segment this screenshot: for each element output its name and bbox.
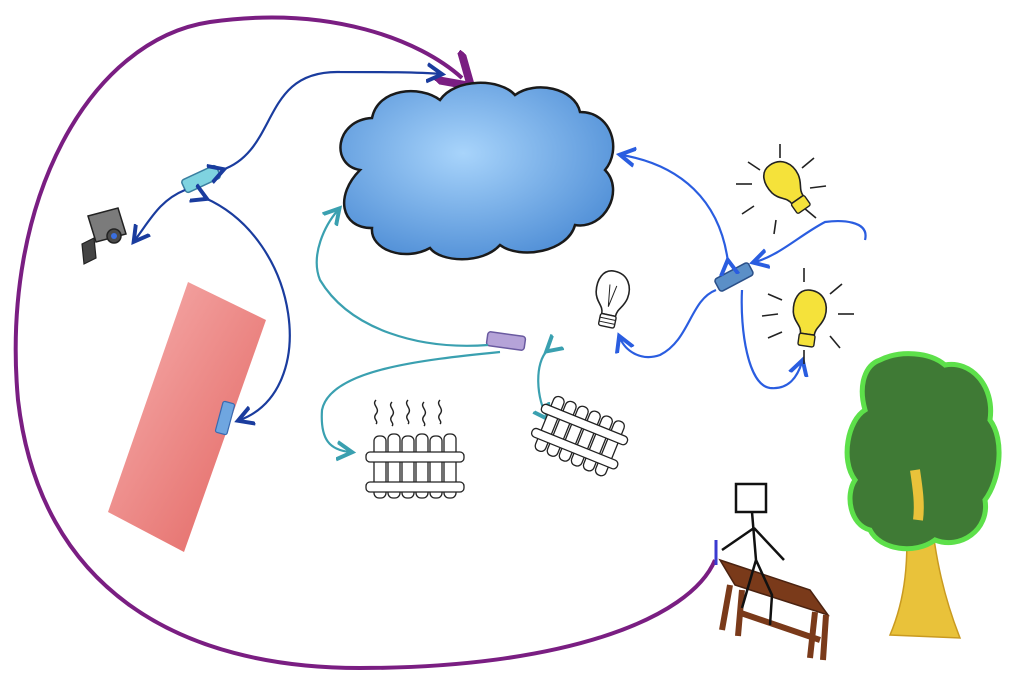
link-hub-left-cloud (222, 72, 440, 170)
link-hub-center-cloud (315, 210, 489, 347)
link-bulb-top-hub-right (755, 220, 867, 262)
link-hub-left-door (205, 198, 291, 420)
light-bulb-on-icon (761, 268, 854, 364)
link-hub-center-radiator-left (320, 350, 501, 452)
sensor-hub-icon (714, 262, 754, 292)
light-bulb-on-icon (736, 144, 827, 235)
person-on-bench-icon (718, 482, 830, 661)
security-camera-icon (81, 207, 127, 265)
light-bulb-off-icon (595, 270, 631, 329)
cloud-icon (339, 81, 615, 261)
link-hub-right-cloud (622, 155, 728, 262)
door-icon (108, 282, 266, 552)
tree-icon (844, 351, 1002, 639)
door-sensor-icon (214, 400, 236, 436)
purple-link-person-to-cloud (13, 15, 717, 671)
link-hub-right-bulb-off (620, 288, 717, 359)
radiator-heating-icon (365, 399, 465, 499)
sensor-hub-icon (181, 164, 221, 194)
link-hub-right-bulb-bottom (740, 289, 802, 390)
radiator-icon (530, 395, 629, 477)
link-hub-left-camera (135, 188, 186, 240)
sensor-hub-icon (485, 331, 527, 351)
